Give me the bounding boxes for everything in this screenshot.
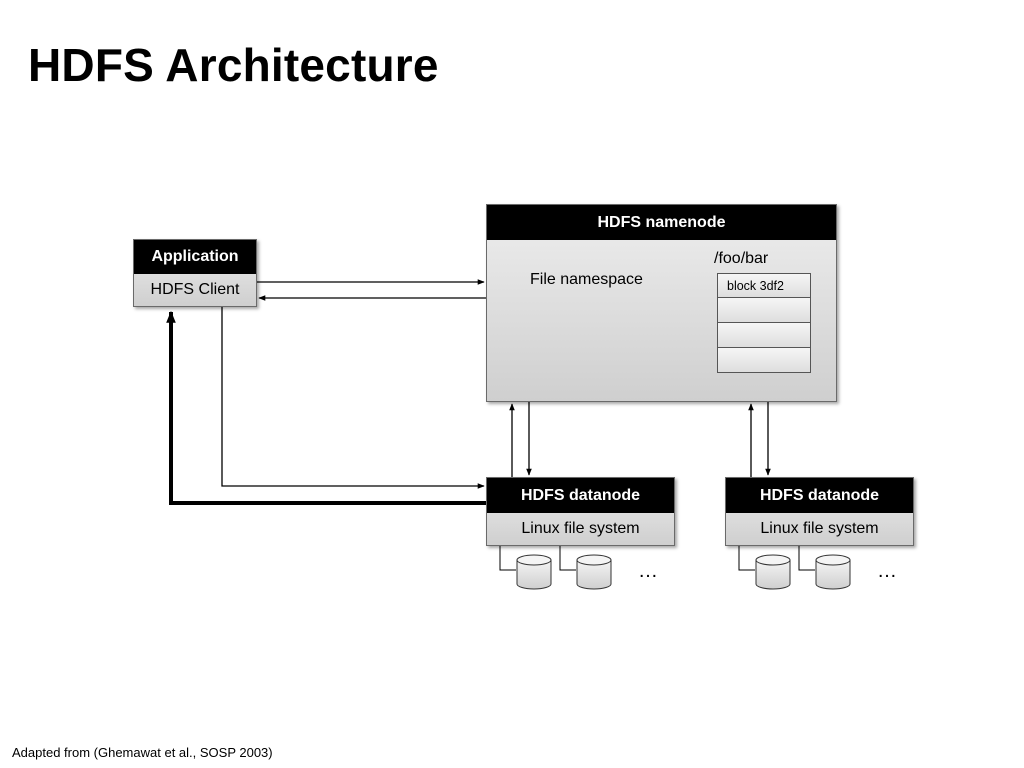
namenode-header: HDFS namenode — [487, 205, 836, 240]
linux-fs-label: Linux file system — [521, 520, 640, 537]
application-box: Application HDFS Client — [133, 239, 257, 307]
datanode-header: HDFS datanode — [726, 478, 913, 513]
datanode-box-1: HDFS datanode Linux file system — [486, 477, 675, 546]
application-header: Application — [134, 240, 256, 274]
disk-icon — [815, 554, 851, 590]
more-disks-ellipsis: … — [638, 560, 658, 582]
datanode-box-2: HDFS datanode Linux file system — [725, 477, 914, 546]
disk-icon — [576, 554, 612, 590]
arrow-datanode-to-client — [166, 310, 486, 505]
source-credit: Adapted from (Ghemawat et al., SOSP 2003… — [12, 745, 273, 760]
disk-icon — [516, 554, 552, 590]
hdfs-client-label: HDFS Client — [150, 281, 240, 298]
disk-icon — [755, 554, 791, 590]
linux-fs-label: Linux file system — [760, 520, 879, 537]
block-entry: block 3df2 — [717, 273, 811, 298]
namenode-box: HDFS namenode File namespace /foo/bar bl… — [486, 204, 837, 402]
file-path-label: /foo/bar — [714, 250, 769, 267]
datanode2-disks — [738, 546, 851, 590]
arrow-client-to-datanode — [221, 307, 485, 489]
more-disks-ellipsis: … — [877, 560, 897, 582]
block-entry — [717, 298, 811, 323]
slide-title: HDFS Architecture — [28, 39, 439, 91]
block-list: block 3df2 — [717, 273, 811, 373]
file-namespace-label: File namespace — [530, 271, 643, 288]
datanode-header: HDFS datanode — [487, 478, 674, 513]
datanode1-disks — [499, 546, 612, 590]
block-entry — [717, 323, 811, 348]
block-entry — [717, 348, 811, 373]
